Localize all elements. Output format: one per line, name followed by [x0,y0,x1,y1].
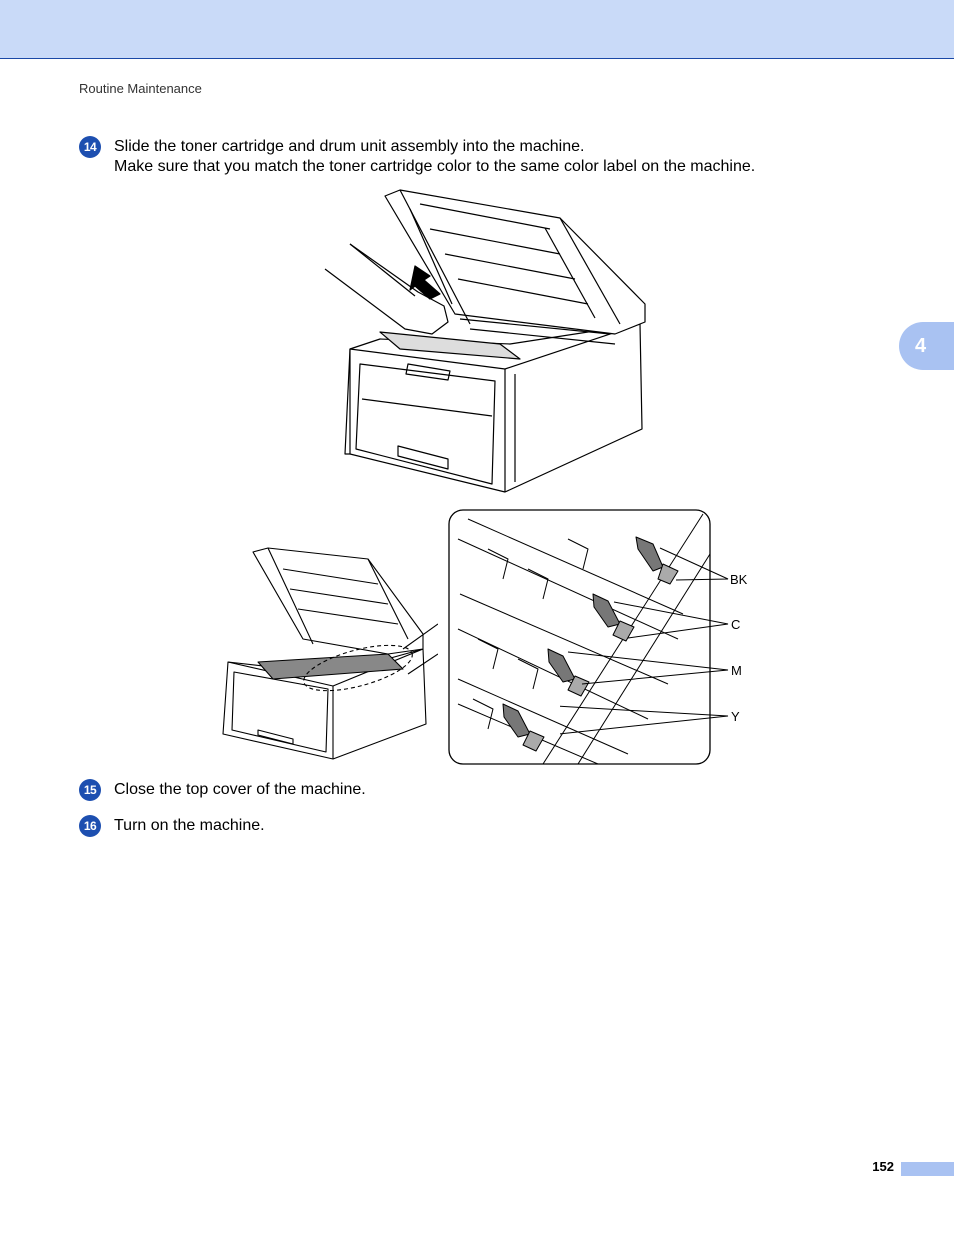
chapter-number: 4 [915,334,927,357]
header-band [0,0,954,59]
callout-label-bk: BK [730,572,748,587]
printer-overview-illustration [222,547,438,760]
step-number: 15 [79,779,101,801]
callout-label-m: M [731,663,742,678]
step-line: Make sure that you match the toner cartr… [114,158,756,175]
step-number: 16 [79,815,101,837]
printer-insert-illustration [324,189,646,493]
step-line: Turn on the machine. [114,817,265,834]
step-text: Slide the toner cartridge and drum unit … [114,137,755,177]
chapter-tab[interactable]: 4 [899,322,954,370]
page-number: 152 [872,1159,894,1174]
callout-label-y: Y [731,709,740,724]
step-line: Slide the toner cartridge and drum unit … [114,138,585,155]
page-number-bar [901,1162,954,1176]
step-number: 14 [79,136,101,158]
cartridge-detail-illustration [448,509,711,765]
callout-leader-lines [560,547,729,735]
step-text: Turn on the machine. [114,816,265,836]
callout-label-c: C [731,617,741,632]
step-text: Close the top cover of the machine. [114,780,366,800]
step-line: Close the top cover of the machine. [114,781,366,798]
section-header: Routine Maintenance [79,81,202,96]
